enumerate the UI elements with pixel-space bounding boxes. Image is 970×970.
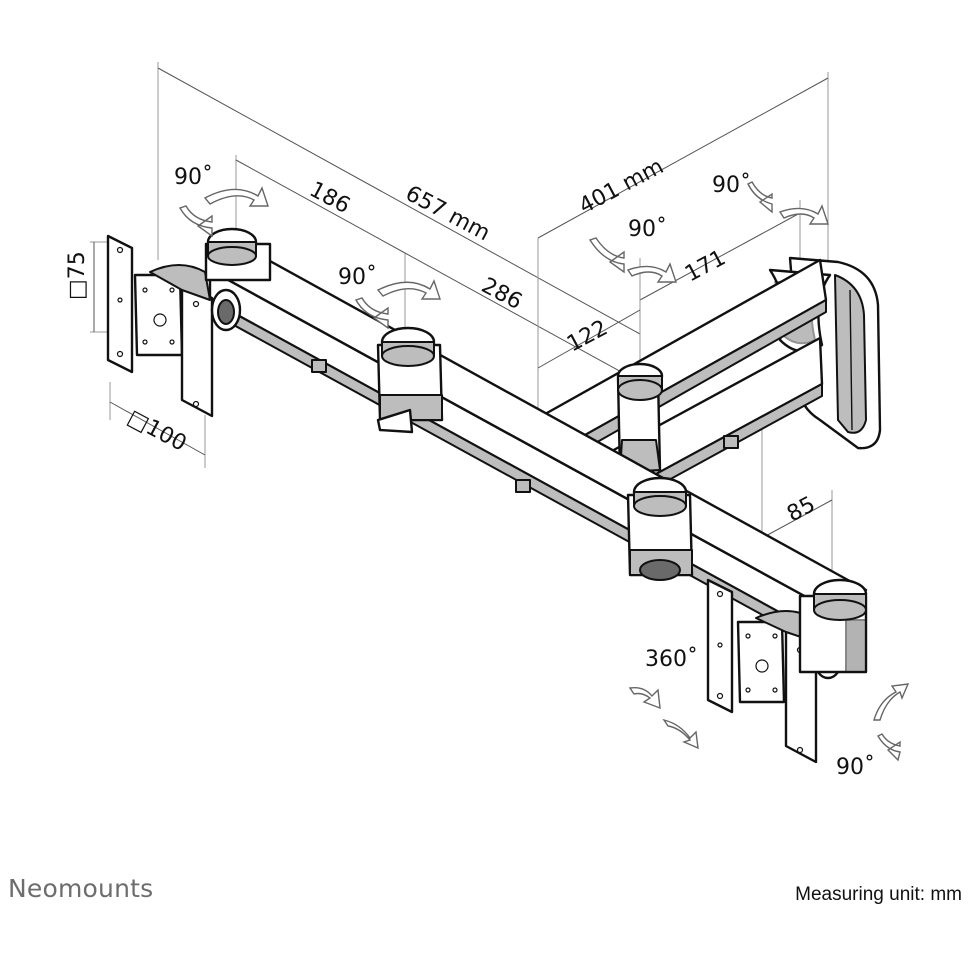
dim-seg-left: 186 — [305, 177, 354, 219]
angle-labels: 90˚ 90˚ 90˚ 90˚ 360˚ 90˚ — [174, 165, 875, 780]
dim-vesa-width: □100 — [123, 405, 190, 457]
center-clamp — [376, 326, 444, 434]
left-monitor-head — [106, 227, 272, 418]
angle-arm-pivot: 90˚ — [628, 217, 667, 242]
dim-seg-mid: 286 — [477, 273, 526, 315]
arm-junction-clamp — [626, 476, 694, 581]
rotation-arrow-icon — [628, 686, 699, 750]
dim-arm-outer: 171 — [681, 246, 730, 288]
dim-drop: 85 — [783, 492, 819, 527]
rotation-arrow-icon — [747, 181, 829, 225]
rotation-arrow-icon — [873, 683, 910, 762]
rotation-arrow-icon — [354, 279, 441, 330]
angle-wall-pivot: 90˚ — [712, 173, 751, 198]
dim-depth-total: 401 mm — [575, 154, 668, 219]
dim-arm-inner: 122 — [563, 316, 612, 358]
right-monitor-head — [706, 578, 868, 764]
dim-vesa-height: □75 — [65, 251, 90, 300]
angle-mid-pivot: 90˚ — [338, 265, 377, 290]
rotation-arrows — [178, 181, 910, 762]
rotation-arrow-icon — [178, 186, 269, 238]
dim-width-total: 657 mm — [401, 181, 494, 246]
angle-rotate: 360˚ — [645, 647, 698, 672]
angle-left-pivot: 90˚ — [174, 165, 213, 190]
measuring-unit-note: Measuring unit: mm — [795, 884, 962, 905]
brand-logo: Neomounts — [8, 874, 154, 903]
angle-tilt: 90˚ — [836, 755, 875, 780]
rotation-arrow-icon — [588, 237, 677, 283]
rear-arm — [536, 258, 828, 511]
